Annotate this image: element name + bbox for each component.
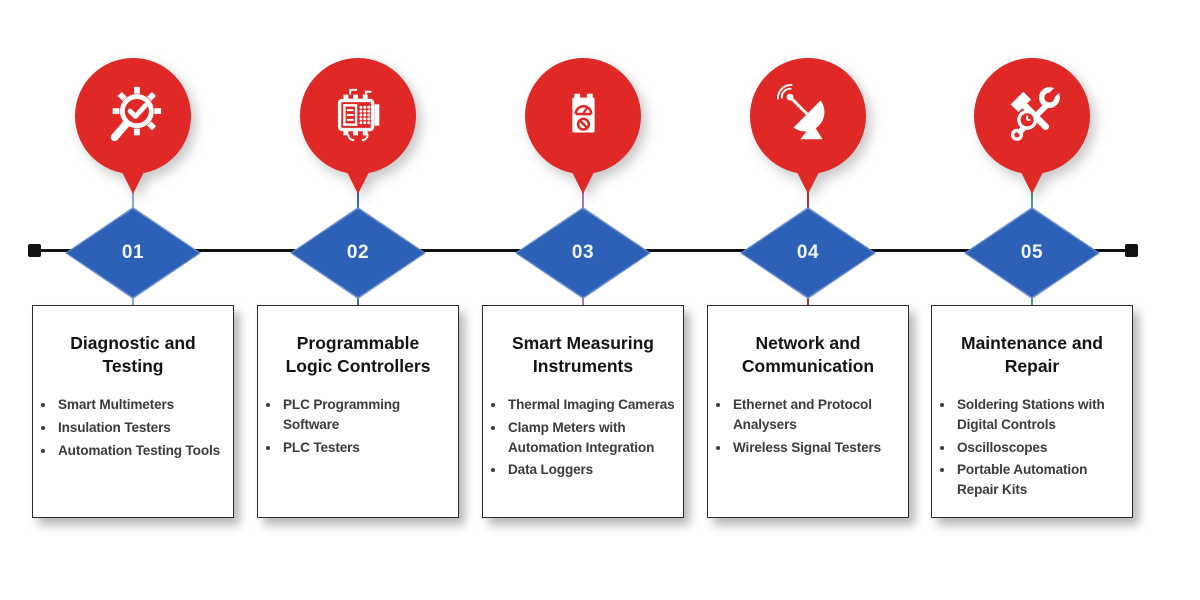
card-title: Programmable Logic Controllers <box>285 333 431 377</box>
connector-line <box>132 294 134 308</box>
list-item: Automation Testing Tools <box>56 441 231 461</box>
list-item: Clamp Meters with Automation Integration <box>506 418 681 457</box>
card-title: Diagnostic and Testing <box>70 333 196 377</box>
timeline-end-cap-right <box>1125 244 1138 257</box>
icon-balloon <box>75 58 191 196</box>
step-number: 03 <box>571 242 595 263</box>
card-bullet-list: Ethernet and Protocol Analysers Wireless… <box>708 395 908 457</box>
connector-line <box>1031 188 1033 214</box>
timeline-item-1: 01 Diagnostic and Testing Smart Multimet… <box>32 0 234 600</box>
balloon-tail <box>340 158 376 194</box>
icon-balloon <box>525 58 641 196</box>
card-bullet-list: PLC Programming Software PLC Testers <box>258 395 458 457</box>
satellite-dish-icon <box>777 84 825 140</box>
category-card: Maintenance and Repair Soldering Station… <box>931 305 1133 518</box>
plc-module-icon <box>337 88 380 142</box>
balloon-circle <box>300 58 416 174</box>
step-number: 01 <box>121 242 145 263</box>
list-item: Portable Automation Repair Kits <box>955 460 1130 499</box>
list-item: PLC Programming Software <box>281 395 456 434</box>
list-item: Ethernet and Protocol Analysers <box>731 395 906 434</box>
list-item: Smart Multimeters <box>56 395 231 415</box>
connector-line <box>357 294 359 308</box>
balloon-tail <box>790 158 826 194</box>
card-bullet-list: Smart Multimeters Insulation Testers Aut… <box>33 395 233 460</box>
timeline-end-cap-left <box>28 244 41 257</box>
timeline-item-2: 02 Programmable Logic Controllers PLC Pr… <box>257 0 459 600</box>
step-diamond: 05 <box>964 207 1100 299</box>
list-item: Thermal Imaging Cameras <box>506 395 681 415</box>
balloon-tail <box>115 158 151 194</box>
connector-line <box>1031 294 1033 308</box>
card-bullet-list: Thermal Imaging Cameras Clamp Meters wit… <box>483 395 683 480</box>
multimeter-icon <box>572 93 595 133</box>
step-number: 02 <box>346 242 370 263</box>
connector-line <box>582 294 584 308</box>
list-item: PLC Testers <box>281 438 456 458</box>
step-number: 04 <box>796 242 820 263</box>
card-title: Maintenance and Repair <box>961 333 1103 377</box>
magnifier-gear-check-icon <box>110 86 162 142</box>
step-diamond: 03 <box>515 207 651 299</box>
connector-line <box>582 188 584 214</box>
step-diamond: 01 <box>65 207 201 299</box>
card-bullet-list: Soldering Stations with Digital Controls… <box>932 395 1132 500</box>
card-title: Smart Measuring Instruments <box>512 333 654 377</box>
step-diamond: 02 <box>290 207 426 299</box>
list-item: Oscilloscopes <box>955 438 1130 458</box>
list-item: Wireless Signal Testers <box>731 438 906 458</box>
connector-line <box>132 188 134 214</box>
connector-line <box>807 294 809 308</box>
icon-balloon <box>974 58 1090 196</box>
list-item: Insulation Testers <box>56 418 231 438</box>
icon-balloon <box>300 58 416 196</box>
balloon-tail <box>1014 158 1050 194</box>
card-title: Network and Communication <box>741 333 875 377</box>
icon-balloon <box>750 58 866 196</box>
connector-line <box>357 188 359 214</box>
timeline-item-4: 04 Network and Communication Ethernet an… <box>707 0 909 600</box>
timeline-item-5: 05 Maintenance and Repair Soldering Stat… <box>931 0 1133 600</box>
connector-line <box>807 188 809 214</box>
list-item: Data Loggers <box>506 460 681 480</box>
category-card: Programmable Logic Controllers PLC Progr… <box>257 305 459 518</box>
category-card: Smart Measuring Instruments Thermal Imag… <box>482 305 684 518</box>
balloon-tail <box>565 158 601 194</box>
step-diamond: 04 <box>740 207 876 299</box>
list-item: Soldering Stations with Digital Controls <box>955 395 1130 434</box>
timeline-item-3: 03 Smart Measuring Instruments Thermal I… <box>482 0 684 600</box>
step-number: 05 <box>1020 242 1044 263</box>
category-card: Diagnostic and Testing Smart Multimeters… <box>32 305 234 518</box>
hammer-wrench-icon <box>1010 84 1063 141</box>
category-card: Network and Communication Ethernet and P… <box>707 305 909 518</box>
